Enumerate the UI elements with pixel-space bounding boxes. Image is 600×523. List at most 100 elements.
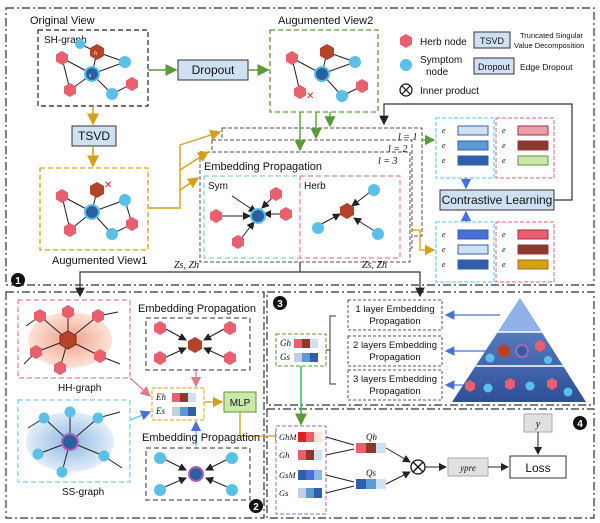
arrow-mlp-to-section4 [239, 412, 286, 442]
herb-node [210, 209, 222, 223]
output-to-section2 [75, 271, 300, 298]
herb-node [126, 77, 138, 91]
herb-node [294, 85, 306, 99]
view2-network: ✕ [286, 44, 368, 102]
herb-center-node [90, 44, 104, 60]
svg-text:e: e [502, 156, 506, 165]
dropped-edge-mark: ✕ [306, 91, 314, 102]
herb-node [356, 79, 368, 93]
arrow-view1-to-ep2 [179, 151, 210, 171]
svg-text:e: e [442, 245, 446, 254]
ep-bottom-title: Embedding Propagation [142, 432, 260, 444]
ypre-label: ypre [459, 463, 476, 473]
legend-tsvd-desc-2: Value Decomposition [514, 41, 584, 50]
legend-inner-product-icon [399, 83, 413, 97]
gs-label: Gs [280, 352, 290, 362]
view2-embeddings: e e e e e e [435, 117, 555, 179]
herb-node [232, 235, 244, 249]
section4-frame [266, 408, 595, 519]
ss-graph-label: SS-graph [62, 487, 104, 498]
layer2-label: l = 2 [388, 144, 408, 155]
cl-feedback-line [379, 103, 573, 201]
legend-symptom-label-2: node [426, 67, 449, 78]
loss-box [509, 455, 567, 479]
symptom-node [119, 194, 131, 206]
herb-center-node [320, 44, 334, 60]
layer3-line2: Propagation [369, 386, 420, 397]
herb-node [270, 187, 282, 201]
removed-edge-mark: ✕ [104, 180, 112, 191]
symptom-center-label: s [89, 73, 92, 79]
layer1-line2: Propagation [369, 316, 420, 327]
gh4-label: Gh [279, 450, 289, 460]
arrow-qs-to-product [385, 471, 411, 485]
arrow-gs [325, 485, 355, 494]
symptom-center-node [188, 466, 204, 482]
legend-symptom-label-1: Symptom [420, 55, 462, 66]
hh-graph-label: HH-graph [58, 383, 101, 394]
symptom-node [106, 88, 118, 100]
herb-node [280, 207, 292, 221]
marker-3: 3 [273, 296, 287, 310]
section1-frame [5, 7, 595, 286]
herb-node [64, 83, 76, 97]
herb-propagation [312, 184, 384, 240]
herb-node [56, 51, 68, 65]
layer2-box [347, 335, 443, 367]
arrow-view1-to-ep [148, 129, 222, 209]
gh-gs-vectors [294, 339, 318, 362]
tsvd-label: TSVD [78, 129, 110, 143]
svg-text:1: 1 [15, 276, 21, 287]
svg-text:e: e [502, 260, 506, 269]
svg-text:e: e [442, 126, 446, 135]
layer-pyramid [452, 298, 586, 402]
symptom-center-node [84, 66, 100, 82]
symptom-node [336, 90, 348, 102]
layer2-line2: Propagation [369, 352, 420, 363]
svg-text:4: 4 [577, 419, 583, 430]
mlp-label: MLP [230, 398, 251, 409]
arrow-hh-to-eh [129, 377, 151, 397]
marker-4: 4 [573, 416, 587, 430]
legend-dropout-box [473, 57, 515, 75]
layer1-line1: 1 layer Embedding [355, 304, 434, 315]
herb-label: Herb [304, 181, 326, 192]
layer-bracket [326, 315, 336, 385]
arrow-ghm [325, 436, 355, 446]
augmented-view1-label: Augumented View1 [52, 255, 147, 267]
legend-inner-product-label: Inner product [420, 86, 479, 97]
ghm-label: GhM [279, 432, 297, 442]
qh-vector [356, 443, 386, 453]
arrow-view1-to-ep3 [179, 177, 200, 191]
section2-frame [5, 291, 265, 519]
legend-tsvd-box [473, 31, 511, 49]
svg-text:e: e [442, 230, 446, 239]
symptom-center-node [314, 66, 330, 82]
ep-bottom-network [154, 452, 238, 496]
zs-zh-right: Zs, Zh [362, 260, 387, 271]
symptom-node [119, 56, 131, 68]
svg-text:e: e [442, 156, 446, 165]
herb-center-node [90, 182, 104, 198]
eh-es-vectors [172, 393, 196, 416]
marker-1: 1 [11, 273, 25, 287]
svg-text:e: e [502, 230, 506, 239]
herb-node [64, 223, 76, 237]
layer1-label: l = 1 [398, 132, 418, 143]
loss-label: Loss [525, 461, 550, 475]
gsm-label: GsM [279, 470, 296, 480]
sym-label: Sym [208, 181, 228, 192]
contrastive-learning-label: Contrastive Learning [442, 193, 553, 207]
herb-center-node [59, 330, 77, 350]
sh-graph-label: SH-graph [44, 35, 87, 46]
arrow-qh-to-product [385, 447, 411, 463]
herb-node [56, 189, 68, 203]
arrow-gsm [325, 474, 355, 483]
gh-label: Gh [280, 338, 291, 348]
herb-center-node [340, 203, 354, 219]
original-view-label: Original View [30, 15, 95, 27]
embedding-propagation-title: Embedding Propagation [204, 161, 322, 173]
herb-node [126, 217, 138, 231]
qh-label: Qh [366, 432, 377, 442]
